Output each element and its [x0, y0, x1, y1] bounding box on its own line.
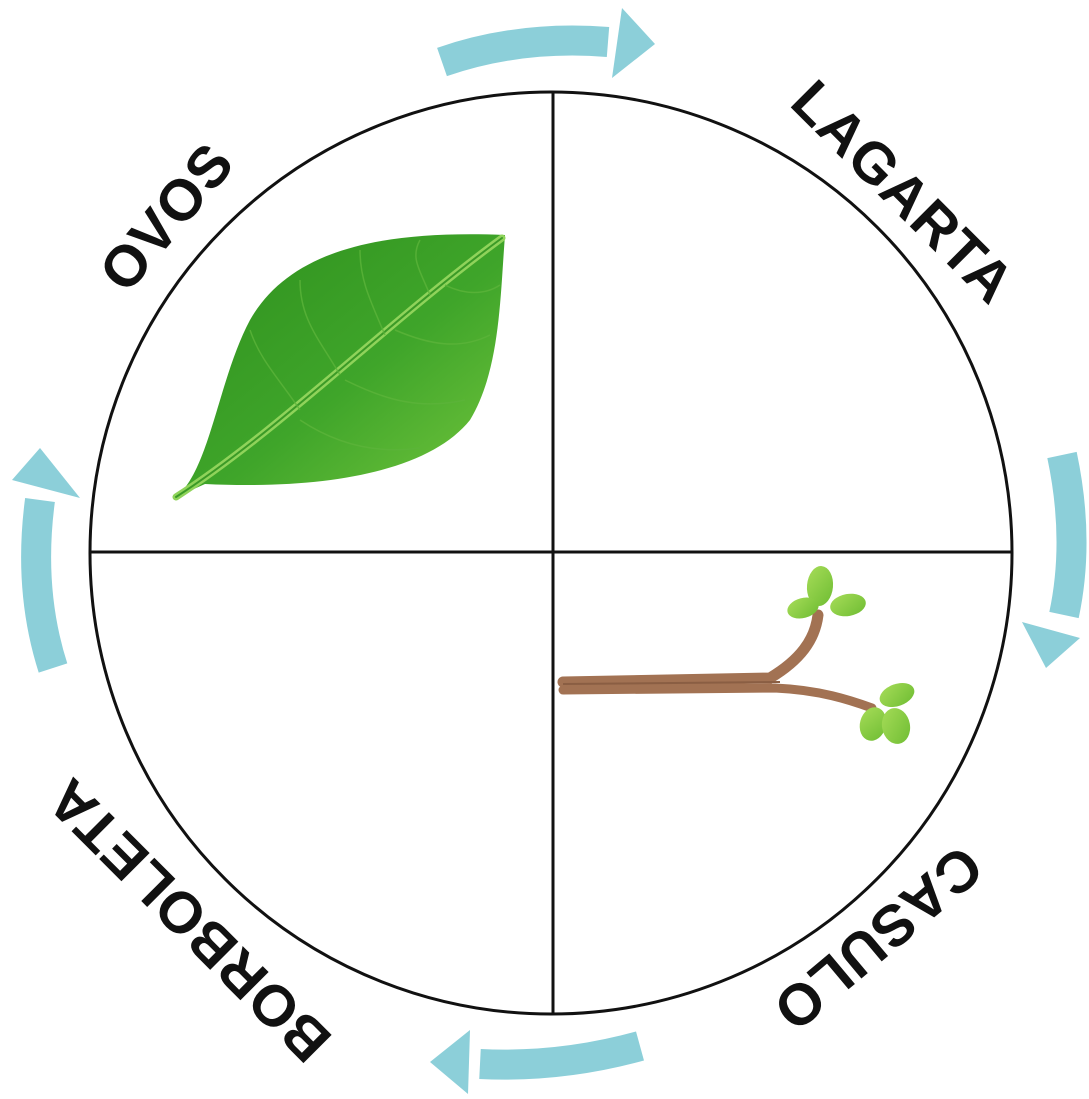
- cycle-arrow-top: [437, 8, 655, 78]
- leaf-icon: [172, 234, 506, 501]
- cycle-arrow-right: [1022, 451, 1087, 668]
- cycle-arrow-left: [12, 448, 80, 673]
- branch-icon: [557, 566, 915, 744]
- cycle-arrow-bottom: [430, 1030, 644, 1094]
